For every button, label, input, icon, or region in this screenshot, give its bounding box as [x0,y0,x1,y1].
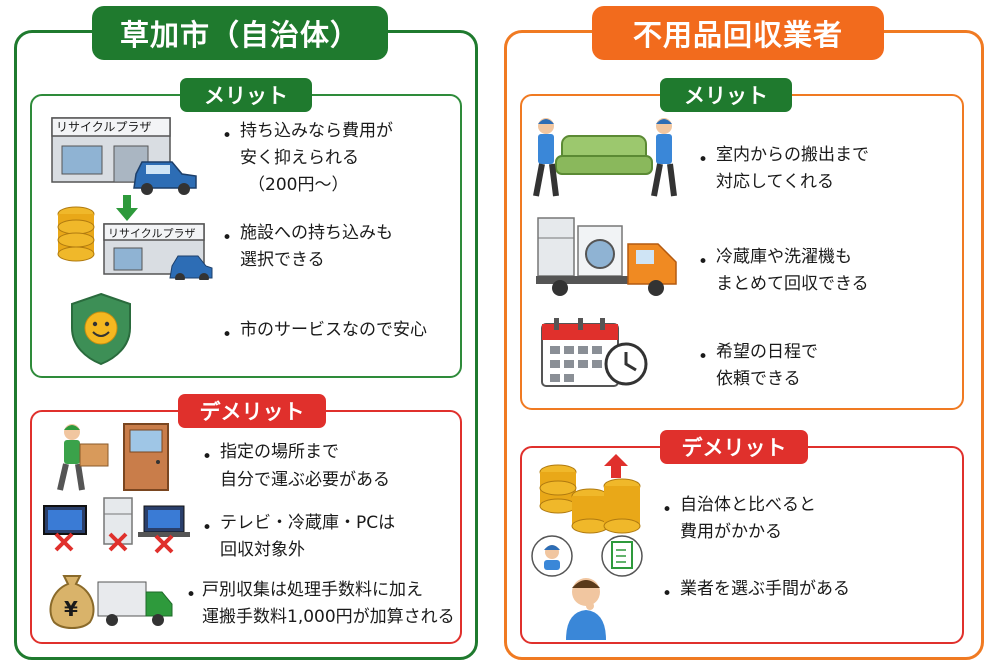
bullet: • [202,518,213,538]
merit-item-text: 施設への持ち込みも [240,223,393,243]
collector-title: 不用品回収業者 [592,6,884,60]
merit-item-text: 冷蔵庫や洗濯機も [716,247,852,267]
thinking-person-choices-icon [531,535,643,640]
merit-item-text: 希望の日程で [716,342,818,362]
bullet: • [698,347,709,367]
shield-smiley-icon [71,292,131,366]
demerit-item-text: 自治体と比べると [680,495,816,515]
bullet: • [662,584,673,604]
bullet: • [222,228,233,248]
bullet: • [186,585,197,605]
truck-appliances-icon [536,217,677,296]
merit-item-text: 持ち込みなら費用が [240,121,393,141]
demerit-item-text: 戸別収集は処理手数料に加え [202,580,423,600]
merit-item-text: 対応してくれる [716,172,834,192]
recycle-plaza-sign-2: リサイクルプラザ [108,227,196,240]
merit-item-text: 依頼できる [716,369,801,389]
bullet: • [698,150,709,170]
demerit-item-text: 自分で運ぶ必要がある [220,470,390,490]
calendar-clock-icon [541,318,648,387]
person-carrying-box-icon [57,423,169,491]
coins-recycle-plaza-icon [57,206,213,280]
demerit-item-text: 運搬手数料1,000円が加算される [202,607,455,627]
demerit-item-text: 業者を選ぶ手間がある [680,579,850,599]
municipality-title: 草加市（自治体） [92,6,388,60]
merit-item-text: 選択できる [240,250,325,270]
bullet: • [662,500,673,520]
bullet: • [202,447,213,467]
coins-price-up-icon [539,454,641,534]
merit-item-text: 安く抑えられる [240,148,359,168]
recycle-plaza-sign-1: リサイクルプラザ [56,120,152,134]
municipality-demerit-label: デメリット [178,394,326,428]
merit-item-text: 市のサービスなので安心 [240,320,427,340]
arrow-down-icon [116,195,138,221]
tv-fridge-pc-crossed-icon [43,497,190,554]
recycle-plaza-car-icon [51,117,197,195]
merit-item-text: 室内からの搬出まで [716,145,869,165]
demerit-item-text: 指定の場所まで [220,442,339,462]
demerit-item-text: テレビ・冷蔵庫・PCは [220,513,396,533]
bullet: • [222,126,233,146]
collector-merit-label: メリット [660,78,792,112]
demerit-item-text: 回収対象外 [220,540,305,560]
movers-carrying-sofa-icon [533,118,677,197]
merit-item-text: （200円〜） [248,175,349,195]
demerit-item-text: 費用がかかる [680,522,782,542]
municipality-merit-label: メリット [180,78,312,112]
merit-item-text: まとめて回収できる [716,274,869,294]
yen-symbol: ¥ [64,597,78,621]
money-bag-truck-icon [49,575,173,629]
bullet: • [222,325,233,345]
bullet: • [698,252,709,272]
collector-demerit-label: デメリット [660,430,808,464]
